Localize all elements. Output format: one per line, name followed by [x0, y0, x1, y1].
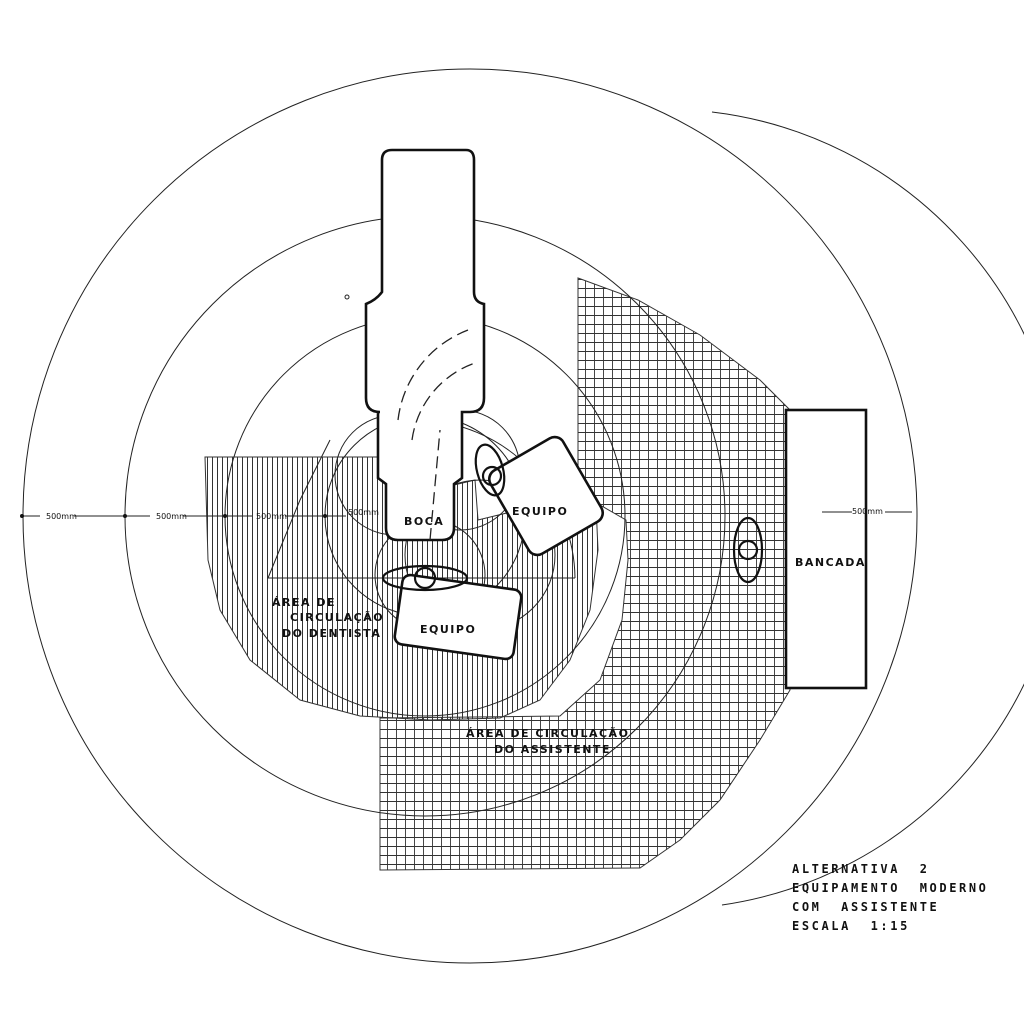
- dimension-label-4: 500mm: [348, 508, 379, 517]
- bancada-bench: [784, 408, 868, 690]
- equipo-upper-label: EQUIPO: [512, 505, 568, 518]
- bench-label: BANCADA: [795, 556, 866, 569]
- title-line-4: ESCALA 1:15: [792, 919, 910, 933]
- assistant-figure-upper: [474, 443, 506, 497]
- title-line-3: COM ASSISTENTE: [792, 900, 940, 914]
- assistant-figure-bench: [732, 516, 764, 584]
- equipo-unit-upper: [487, 435, 605, 557]
- title-line-2: EQUIPAMENTO MODERNO: [792, 881, 989, 895]
- equipo-lower-label: EQUIPO: [420, 623, 476, 636]
- dimension-label-5: 500mm: [852, 507, 883, 516]
- dimension-label-3: 500mm: [256, 512, 287, 521]
- dentist-area-label-2: CIRCULAÇÃO: [290, 611, 384, 624]
- dentist-figure: [381, 564, 469, 592]
- dimension-line: [20, 511, 912, 518]
- assistant-area-label-2: DO ASSISTENTE: [494, 743, 611, 756]
- dimension-label-1: 500mm: [46, 512, 77, 521]
- title-line-1: ALTERNATIVA 2: [792, 862, 930, 876]
- chair-swing-arc: [397, 329, 469, 421]
- dental-chair: [364, 148, 486, 542]
- assistant-area-label-1: ÁREA DE CIRCULAÇÃO: [466, 727, 629, 740]
- title-block: ALTERNATIVA 2 EQUIPAMENTO MODERNO COM AS…: [792, 860, 989, 936]
- dentist-area-label-3: DO DENTISTA: [282, 627, 381, 640]
- room-arc: [711, 111, 1024, 906]
- equipo-unit-lower: [393, 573, 523, 661]
- chair-label: BOCA: [404, 515, 444, 528]
- dentist-area-label-1: ÁREA DE: [272, 596, 336, 609]
- dimension-label-2: 500mm: [156, 512, 187, 521]
- assistant-circulation-area: [379, 277, 791, 871]
